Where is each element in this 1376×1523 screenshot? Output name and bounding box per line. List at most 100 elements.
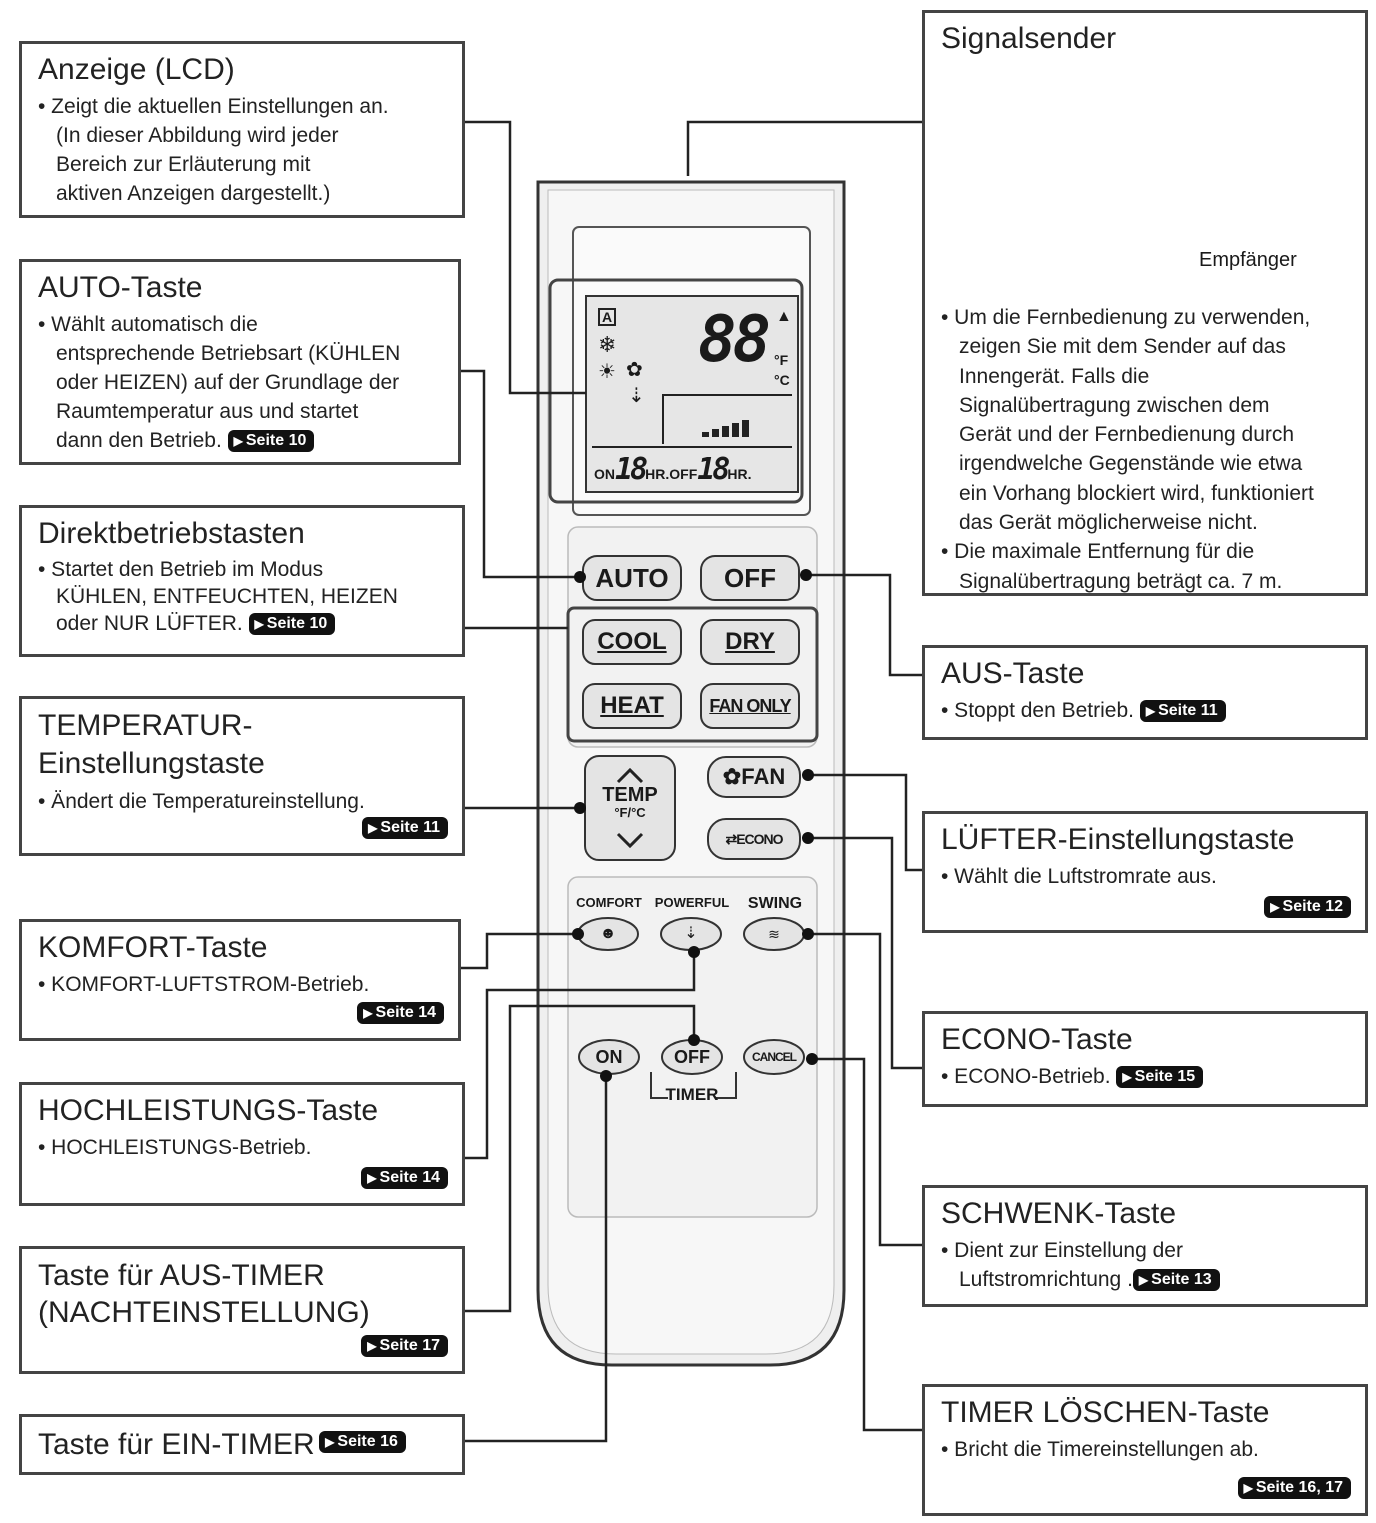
schwenk-callout-title: SCHWENK-Taste xyxy=(941,1197,1177,1230)
direct-callout-text: • Startet den Betrieb im Modus KÜHLEN, E… xyxy=(38,556,448,637)
page-reference[interactable]: Seite 16 xyxy=(319,1431,406,1453)
schwenk-callout-text: • Dient zur Einstellung der Luftstromric… xyxy=(941,1236,1351,1294)
powerful-icon: ⇣ xyxy=(628,385,645,407)
text-line: Raumtemperatur aus und startet xyxy=(56,400,359,423)
off-button[interactable]: OFF xyxy=(724,563,776,593)
dry-button[interactable]: DRY xyxy=(725,628,775,655)
up-arrow-icon: ▲ xyxy=(776,308,792,325)
cancel-button[interactable]: CANCEL xyxy=(752,1050,797,1064)
schwenk-callout: SCHWENK-Taste • Dient zur Einstellung de… xyxy=(922,1185,1368,1307)
text-line: • Stoppt den Betrieb. xyxy=(941,699,1134,722)
direct-callout-title: Direktbetriebstasten xyxy=(38,517,305,550)
text-line: • Bricht die Timereinstellungen ab. xyxy=(941,1438,1259,1461)
temp-button-label: TEMP xyxy=(602,784,658,806)
econo-callout-text: • ECONO-Betrieb. Seite 15 xyxy=(941,1062,1351,1091)
text-line: dann den Betrieb. xyxy=(56,429,222,452)
econo-button-label: ECONO xyxy=(736,831,783,847)
page-reference[interactable]: Seite 14 xyxy=(361,1167,448,1189)
econo-callout-title: ECONO-Taste xyxy=(941,1023,1133,1056)
komfort-callout-title: KOMFORT-Taste xyxy=(38,931,268,964)
text-line: oder HEIZEN) auf der Grundlage der xyxy=(56,371,400,394)
signal-callout-text: • Um die Fernbedienung zu verwenden, zei… xyxy=(941,303,1355,596)
auto-button[interactable]: AUTO xyxy=(595,563,669,593)
lcd-off-label: OFF xyxy=(669,466,698,482)
timer-divider xyxy=(592,446,792,448)
text-line: • Dient zur Einstellung der xyxy=(941,1239,1183,1262)
page-reference[interactable]: Seite 11 xyxy=(1139,700,1226,723)
page-reference[interactable]: Seite 12 xyxy=(1264,896,1351,918)
page-reference[interactable]: Seite 17 xyxy=(361,1335,448,1357)
komfort-callout: KOMFORT-Taste • KOMFORT-LUFTSTROM-Betrie… xyxy=(19,919,461,1041)
heat-button[interactable]: HEAT xyxy=(600,692,664,719)
luefter-callout-title: LÜFTER-Einstellungstaste xyxy=(941,823,1295,856)
title-line: (NACHTEINSTELLUNG) xyxy=(38,1296,370,1329)
luefter-callout-text: • Wählt die Luftstromrate aus. xyxy=(941,862,1351,891)
comfort-icon: ☻ xyxy=(599,925,617,942)
text-line: • Startet den Betrieb im Modus xyxy=(38,558,324,581)
text-line: ein Vorhang blockiert wird, funktioniert xyxy=(959,481,1314,505)
page-reference[interactable]: Seite 10 xyxy=(227,430,315,453)
page-reference[interactable]: Seite 11 xyxy=(362,817,448,839)
lcd-highlight xyxy=(548,278,804,504)
page-reference[interactable]: Seite 14 xyxy=(357,1002,444,1024)
ontimer-callout: Taste für EIN-TIMER Seite 16 xyxy=(19,1414,465,1475)
text-line: KÜHLEN, ENTFEUCHTEN, HEIZEN xyxy=(56,585,398,608)
lcd-callout-title: Anzeige (LCD) xyxy=(38,53,235,86)
text-line: Signalübertragung beträgt ca. 7 m. xyxy=(959,569,1283,593)
timer-on-button[interactable]: ON xyxy=(595,1047,623,1067)
komfort-callout-text: • KOMFORT-LUFTSTROM-Betrieb. xyxy=(38,970,444,999)
fan-button[interactable]: ✿FAN xyxy=(708,757,800,797)
lcd-on-hours: 18 xyxy=(615,452,648,487)
temp-callout-title: TEMPERATUR-Einstellungstaste xyxy=(38,707,448,783)
text-line: oder NUR LÜFTER. xyxy=(56,612,243,635)
auto-callout-text: • Wählt automatisch die entsprechende Be… xyxy=(38,310,444,455)
offtimer-callout: Taste für AUS-TIMER (NACHTEINSTELLUNG) Se… xyxy=(19,1246,465,1374)
swing-icon: ≋ xyxy=(768,926,780,942)
direct-buttons-highlight xyxy=(566,606,819,743)
econo-button[interactable]: ⇄ECONO xyxy=(708,819,800,859)
hoch-callout-title: HOCHLEISTUNGS-Taste xyxy=(38,1094,379,1127)
aus-callout-title: AUS-Taste xyxy=(941,657,1085,690)
lcd-on-label: ON xyxy=(594,466,615,482)
swing-button[interactable]: ≋ xyxy=(744,918,804,950)
text-line: • Ändert die Temperatureinstellung. xyxy=(38,790,365,813)
title-line: Taste für AUS-TIMER xyxy=(38,1259,325,1292)
page-reference[interactable]: Seite 15 xyxy=(1116,1066,1204,1089)
page-reference[interactable]: Seite 10 xyxy=(248,613,336,636)
text-line: (In dieser Abbildung wird jeder xyxy=(56,124,339,147)
aus-callout-text: • Stoppt den Betrieb. Seite 11 xyxy=(941,696,1351,725)
lcd-temperature: 88 xyxy=(698,303,771,377)
cancel-callout-text: • Bricht die Timereinstellungen ab. xyxy=(941,1435,1351,1464)
heat-mode-icon: ☀ xyxy=(598,361,616,383)
comfort-button[interactable]: ☻ xyxy=(578,918,638,950)
text-line: das Gerät möglicherweise nicht. xyxy=(959,511,1258,535)
fan-icon: ✿ xyxy=(722,764,742,789)
lcd-content: A ❄ ☀ ✿ ⇣ 88 ▲ °F °C ON18HR.OFF18HR. xyxy=(588,298,796,490)
text-line: entsprechende Betriebsart (KÜHLEN xyxy=(56,342,401,365)
text-line: irgendwelche Gegenstände wie etwa xyxy=(959,452,1303,476)
signal-callout: Signalsender Empfänger • Um die Fernbedi… xyxy=(922,10,1368,596)
powerful-button[interactable]: ⇣ xyxy=(661,918,721,950)
aus-callout: AUS-Taste • Stoppt den Betrieb. Seite 11 xyxy=(922,645,1368,740)
econo-icon: ⇄ xyxy=(725,831,737,847)
lcd-timer-row: ON18HR.OFF18HR. xyxy=(594,452,752,487)
text-line: Signalübertragung zwischen dem xyxy=(959,393,1270,417)
text-line: • Wählt automatisch die xyxy=(38,313,258,336)
cool-mode-icon: ❄ xyxy=(598,332,617,357)
hoch-callout-text: • HOCHLEISTUNGS-Betrieb. xyxy=(38,1133,448,1162)
temp-callout: TEMPERATUR-Einstellungstaste • Ändert di… xyxy=(19,696,465,856)
econo-callout: ECONO-Taste • ECONO-Betrieb. Seite 15 xyxy=(922,1011,1368,1107)
timer-off-button[interactable]: OFF xyxy=(674,1047,710,1067)
timer-label: TIMER xyxy=(665,1085,719,1104)
temp-unit-label: °F/°C xyxy=(614,805,646,820)
cool-button[interactable]: COOL xyxy=(597,628,667,655)
page-reference[interactable]: Seite 13 xyxy=(1132,1269,1220,1292)
cancel-callout: TIMER LÖSCHEN-Taste • Bricht die Timerei… xyxy=(922,1384,1368,1516)
page-reference[interactable]: Seite 16, 17 xyxy=(1237,1477,1351,1499)
temp-button[interactable]: TEMP °F/°C xyxy=(585,784,675,820)
fan-speed-bars xyxy=(702,420,749,437)
fan-only-button[interactable]: FAN ONLY xyxy=(709,696,791,716)
text-line: Innengerät. Falls die xyxy=(959,364,1150,388)
text-line: Gerät und der Fernbedienung durch xyxy=(959,423,1295,447)
ontimer-callout-title: Taste für EIN-TIMER xyxy=(38,1428,315,1461)
